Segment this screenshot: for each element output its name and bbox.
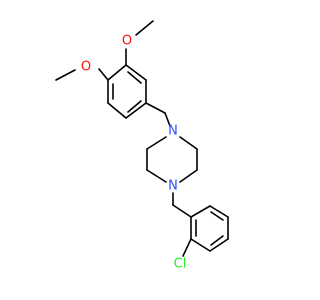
bond-ch2-ring2	[172, 204, 192, 218]
bond-ring2-cl	[182, 238, 192, 257]
bond-o-left-ring	[98, 68, 109, 81]
ring1-double-3	[127, 71, 142, 84]
ring2-bond-4	[209, 238, 229, 252]
ring2-bond-2	[209, 205, 229, 218]
ring2-bond-1	[190, 205, 211, 218]
piperazine-bond-6	[179, 136, 198, 150]
ring1-double-2	[127, 100, 142, 113]
atom-nitrogen-bottom: N	[168, 179, 178, 194]
ring1-bond-6	[125, 64, 147, 81]
molecule-drawing: O O N N Cl	[55, 20, 229, 272]
bond-ring1-ch2	[145, 102, 166, 114]
bond-methyl-o-top	[135, 20, 154, 36]
piperazine-bond-4	[179, 169, 198, 183]
ring2-double-2	[210, 211, 224, 221]
piperazine-bond-1	[146, 136, 167, 150]
atom-oxygen-left: O	[81, 60, 91, 75]
atom-oxygen-top: O	[122, 34, 132, 49]
ring2-double-3	[210, 235, 224, 246]
ring1-bond-1	[107, 64, 127, 81]
bond-layer	[55, 20, 229, 257]
bond-ch2-n-top	[164, 112, 171, 127]
bond-methyl-o-left	[55, 69, 76, 81]
atom-chlorine: Cl	[174, 257, 187, 272]
ring1-bond-4	[125, 102, 147, 119]
ring1-bond-3	[107, 102, 127, 119]
atom-nitrogen-top: N	[168, 124, 178, 139]
atom-label-layer: O O N N Cl	[81, 34, 186, 272]
piperazine-bond-3	[146, 169, 167, 183]
structure-diagram: O O N N Cl	[55, 20, 229, 272]
ring2-bond-5	[190, 238, 211, 252]
